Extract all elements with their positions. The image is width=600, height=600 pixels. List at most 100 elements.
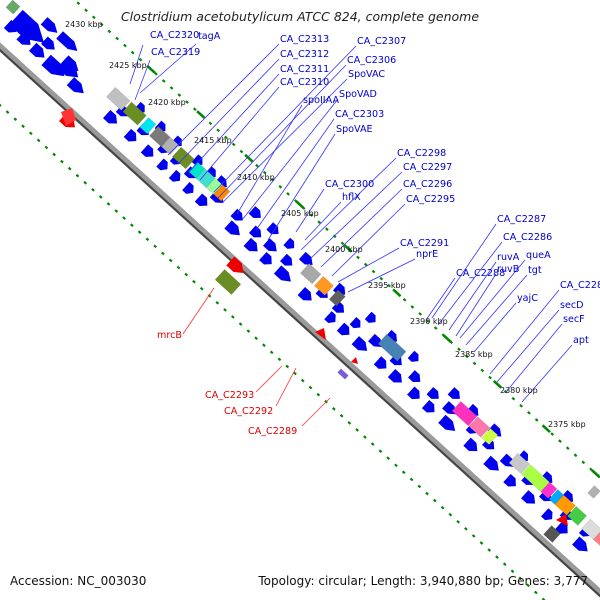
tick-mark bbox=[433, 326, 438, 330]
tick-mark bbox=[402, 298, 407, 302]
tick-mark bbox=[370, 442, 375, 446]
gene-label: CA_C2307 bbox=[357, 36, 406, 47]
gene-feature-box bbox=[593, 529, 600, 554]
kbp-label: 2380 kbp bbox=[500, 386, 538, 395]
tick-mark bbox=[239, 149, 244, 154]
tick-mark bbox=[99, 22, 104, 27]
tick-mark bbox=[371, 269, 376, 274]
gene-feature-box bbox=[5, 0, 21, 15]
tick-mark bbox=[363, 435, 367, 439]
forward-cds-arrow bbox=[230, 208, 243, 221]
forward-cds-arrow bbox=[123, 128, 137, 142]
tick-mark bbox=[511, 396, 516, 401]
tick-mark bbox=[223, 308, 227, 312]
tick-mark bbox=[269, 350, 274, 355]
tick-mark bbox=[91, 15, 96, 20]
tick-mark bbox=[533, 590, 538, 595]
gene-label: mrcB bbox=[157, 330, 182, 341]
forward-cds-arrow bbox=[156, 158, 168, 171]
leader-line bbox=[437, 241, 503, 326]
tick-mark bbox=[208, 121, 213, 126]
leader-line bbox=[455, 273, 497, 337]
forward-cds-arrow bbox=[387, 369, 402, 383]
leader-line bbox=[134, 59, 151, 101]
tick-mark bbox=[448, 512, 453, 517]
forward-cds-arrow bbox=[407, 350, 419, 362]
kbp-label: 2385 kbp bbox=[455, 350, 493, 359]
gene-label: CA_C2286 bbox=[503, 232, 552, 243]
tick-mark bbox=[21, 124, 25, 129]
gene-feature-box bbox=[160, 136, 180, 156]
tick-mark bbox=[457, 347, 461, 352]
leader-line bbox=[347, 258, 416, 293]
tick-mark bbox=[340, 241, 345, 246]
leader-line bbox=[473, 302, 517, 353]
tick-mark bbox=[550, 432, 555, 436]
tick-mark bbox=[418, 312, 422, 316]
gene-label: SpoVAE bbox=[336, 124, 373, 135]
tick-mark bbox=[169, 86, 174, 90]
kbp-label: 2395 kbp bbox=[368, 281, 406, 290]
kbp-label: 2375 kbp bbox=[548, 420, 586, 429]
leader-line bbox=[448, 261, 497, 331]
tick-mark bbox=[91, 188, 95, 192]
tick-mark bbox=[503, 389, 508, 394]
tick-mark bbox=[432, 498, 437, 503]
gene-labels: CA_C2320tagACA_C2319CA_C2313CA_C2312CA_C… bbox=[150, 30, 600, 437]
tick-mark bbox=[238, 322, 243, 326]
inner-tick-ring bbox=[0, 103, 546, 600]
tick-mark bbox=[308, 385, 313, 390]
gene-label: CA_C2291 bbox=[400, 238, 449, 249]
leader-line bbox=[295, 188, 325, 233]
leader-line bbox=[320, 188, 403, 268]
tick-mark bbox=[541, 597, 546, 600]
forward-cds-arrow bbox=[224, 220, 240, 236]
gene-label: SpoVAC bbox=[348, 69, 385, 80]
kbp-label: 2420 kbp bbox=[148, 98, 186, 107]
gene-label: nprE bbox=[416, 249, 438, 260]
forward-cds-arrow bbox=[364, 311, 376, 323]
leader-line bbox=[217, 64, 347, 199]
gene-feature-box bbox=[451, 401, 478, 427]
reverse-gene-box bbox=[543, 525, 561, 543]
gene-label: ruvB bbox=[497, 264, 519, 275]
tick-mark bbox=[98, 195, 103, 199]
forward-cds-arrow bbox=[426, 386, 439, 399]
tick-mark bbox=[440, 505, 445, 510]
forward-cds-arrow bbox=[336, 322, 350, 336]
tick-mark bbox=[115, 36, 120, 41]
tick-mark bbox=[317, 220, 321, 224]
tick-mark bbox=[114, 209, 119, 213]
forward-cds-arrow bbox=[29, 42, 45, 58]
tick-mark bbox=[285, 364, 290, 369]
leader-line bbox=[236, 104, 303, 215]
tick-mark bbox=[52, 152, 57, 157]
leader-line bbox=[275, 367, 297, 407]
gene-label: secD bbox=[560, 300, 584, 311]
tick-mark bbox=[472, 361, 477, 366]
tick-mark bbox=[254, 336, 258, 340]
tick-mark bbox=[456, 519, 460, 524]
gene-label: spoIIAA bbox=[303, 95, 339, 106]
tick-mark bbox=[386, 456, 391, 461]
leader-line bbox=[188, 73, 280, 173]
tick-mark bbox=[401, 470, 406, 475]
genome-axis bbox=[0, 42, 600, 598]
leader-line bbox=[310, 171, 403, 259]
backbone-shadow bbox=[0, 48, 600, 598]
gene-label: CA_C2296 bbox=[403, 179, 452, 190]
tick-mark bbox=[83, 180, 88, 185]
label-leader-lines bbox=[129, 43, 573, 427]
gene-label: CA_C2300 bbox=[325, 179, 374, 190]
reverse-cds-arrow bbox=[61, 108, 76, 126]
forward-cds-arrow bbox=[280, 253, 293, 266]
tick-mark bbox=[76, 1, 81, 6]
forward-cds-arrow bbox=[56, 31, 78, 52]
cds-tracks bbox=[3, 9, 590, 552]
tick-mark bbox=[246, 329, 251, 333]
gene-label: CA_C2298 bbox=[397, 148, 446, 159]
gene-label: CA_C2295 bbox=[406, 194, 455, 205]
